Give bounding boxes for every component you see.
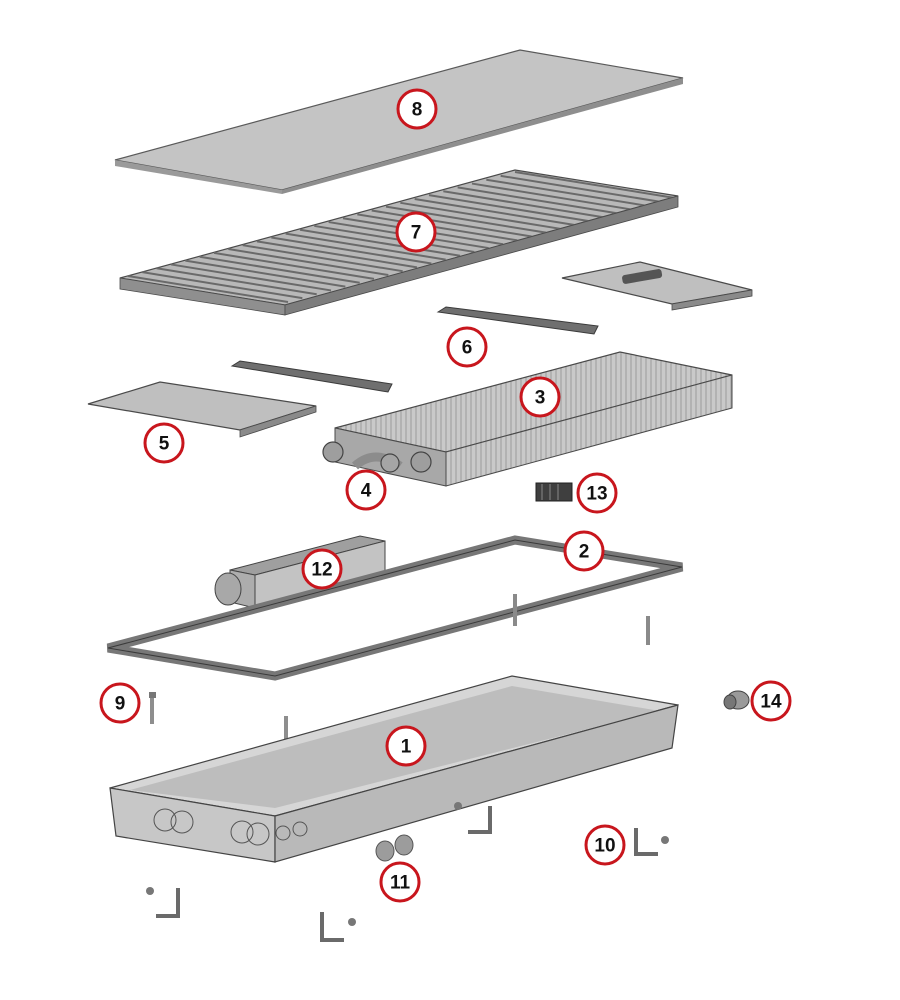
callout-number: 9: [115, 694, 126, 715]
callout-circle: [446, 326, 488, 368]
callout-circle: [99, 682, 141, 724]
grille-slots: [127, 171, 676, 303]
callout-circle: [576, 472, 618, 514]
callout-number: 6: [462, 338, 473, 359]
callout-number: 8: [412, 100, 423, 121]
callout-number: 2: [579, 542, 590, 563]
callout-5: 5: [143, 422, 185, 464]
callout-number: 14: [760, 692, 782, 713]
callout-6: 6: [446, 326, 488, 368]
callout-7: 7: [395, 211, 437, 253]
callout-14: 14: [750, 680, 792, 722]
callout-13: 13: [576, 472, 618, 514]
part-9-leveling-bolt: [149, 692, 288, 744]
part-10-mounting-bracket: [146, 802, 669, 942]
part-5-cover-plate: [87, 381, 317, 438]
part-4-pipe-connections: [322, 441, 432, 473]
callout-1: 1: [385, 725, 427, 767]
callout-3: 3: [519, 376, 561, 418]
callout-number: 4: [361, 481, 372, 502]
callout-circle: [143, 422, 185, 464]
callout-number: 1: [401, 737, 412, 758]
callout-circle: [584, 824, 626, 866]
callout-12: 12: [301, 548, 343, 590]
part-8-top-cover: [114, 49, 684, 194]
callout-number: 13: [586, 484, 607, 505]
callout-8: 8: [396, 88, 438, 130]
part-11-plugs: [375, 834, 414, 862]
callout-circle: [563, 530, 605, 572]
callout-11: 11: [379, 861, 421, 903]
part-6-support-rail: [230, 306, 599, 393]
part-2-frame: [106, 535, 684, 681]
callout-circle: [385, 725, 427, 767]
callout-circle: [345, 469, 387, 511]
callout-number: 12: [311, 560, 332, 581]
part-14-cable-gland: [723, 690, 750, 710]
callout-circle: [301, 548, 343, 590]
callout-number: 11: [390, 873, 411, 894]
callout-number: 3: [535, 388, 546, 409]
callout-number: 5: [159, 434, 170, 455]
callout-4: 4: [345, 469, 387, 511]
callout-number: 7: [411, 223, 422, 244]
callout-circle: [396, 88, 438, 130]
callout-circle: [395, 211, 437, 253]
callout-circle: [379, 861, 421, 903]
callout-9: 9: [99, 682, 141, 724]
part-13-terminal-block: [535, 482, 573, 502]
callout-circle: [750, 680, 792, 722]
callout-circle: [519, 376, 561, 418]
cover-plate-right: [561, 261, 753, 311]
callout-10: 10: [584, 824, 626, 866]
callout-2: 2: [563, 530, 605, 572]
callout-number: 10: [594, 836, 615, 857]
